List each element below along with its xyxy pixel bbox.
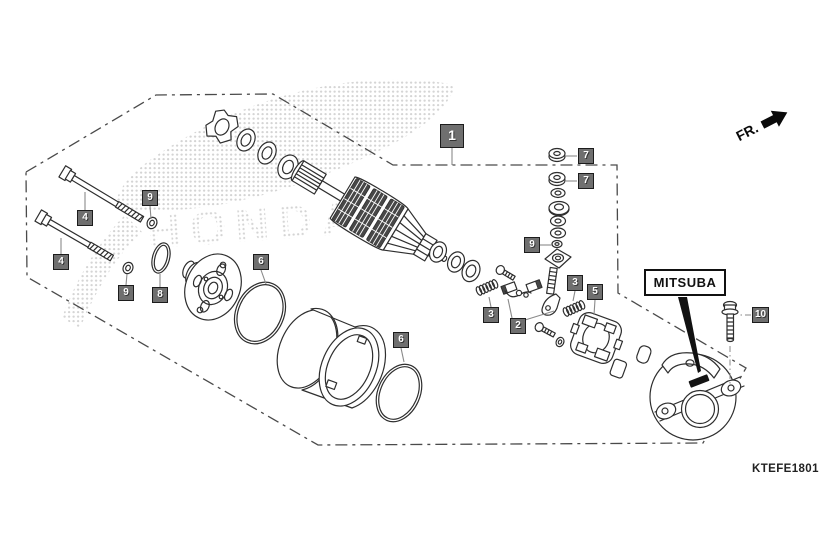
- brush-spring-right: [562, 300, 586, 317]
- callout-4[interactable]: 4: [53, 254, 69, 270]
- callout-7[interactable]: 7: [578, 173, 594, 189]
- assembly-outline: [25, 93, 747, 446]
- callout-9[interactable]: 9: [118, 285, 134, 301]
- leader-lines: [60, 148, 751, 384]
- callout-7[interactable]: 7: [578, 148, 594, 164]
- rubber-pad-right: [636, 345, 652, 364]
- callout-9[interactable]: 9: [524, 237, 540, 253]
- rear-cover: [649, 352, 745, 441]
- brush-holder: [569, 312, 624, 364]
- callout-8[interactable]: 8: [152, 287, 168, 303]
- yoke-case: [276, 307, 387, 409]
- lock-nut-upper: [146, 216, 158, 230]
- front-direction-indicator: FR.: [733, 110, 788, 144]
- rubber-pad-left: [609, 358, 628, 379]
- figure-code-label: KTEFE1801: [752, 463, 819, 475]
- through-bolt-lower: [34, 209, 115, 262]
- brush-screw-upper: [495, 264, 516, 281]
- o-ring-small: [151, 242, 171, 274]
- manufacturer-label: MITSUBA: [644, 269, 726, 296]
- callout-3[interactable]: 3: [567, 275, 583, 291]
- callout-10[interactable]: 10: [752, 307, 769, 323]
- callout-5[interactable]: 5: [587, 284, 603, 300]
- brush-set: [500, 279, 543, 298]
- terminal-stack: [541, 147, 572, 316]
- mitsuba-sticker: [688, 374, 710, 388]
- honda-watermark: HONDA: [62, 79, 456, 328]
- brush-screw-lower: [534, 322, 556, 338]
- lock-plate: [205, 109, 239, 144]
- front-direction-label: FR.: [733, 120, 760, 144]
- callout-4[interactable]: 4: [77, 210, 93, 226]
- callout-6[interactable]: 6: [253, 254, 269, 270]
- mitsuba-pointer: [678, 297, 701, 373]
- mount-bolt: [721, 300, 739, 343]
- callout-6[interactable]: 6: [393, 332, 409, 348]
- front-cover: [182, 253, 242, 321]
- screw-washer: [555, 336, 565, 348]
- callout-1[interactable]: 1: [440, 124, 464, 148]
- armature: [290, 160, 448, 263]
- lock-nut-lower: [122, 261, 134, 275]
- commutator-washers: [428, 241, 481, 283]
- o-ring-rear: [375, 363, 423, 423]
- through-bolt-upper: [58, 165, 145, 223]
- callout-2[interactable]: 2: [510, 318, 526, 334]
- brush-spring-left: [475, 279, 499, 296]
- o-ring-front: [233, 281, 287, 345]
- callout-3[interactable]: 3: [483, 307, 499, 323]
- callout-9[interactable]: 9: [142, 190, 158, 206]
- fr-arrow-icon: [760, 110, 788, 129]
